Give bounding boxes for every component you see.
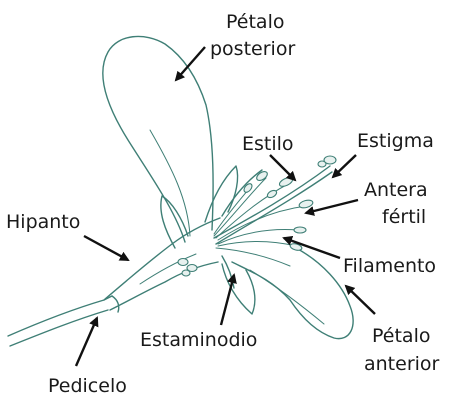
- posterior-petal-shape: [103, 36, 213, 242]
- hypanthium-shape: [104, 218, 220, 312]
- label-petalo-posterior-2: posterior: [210, 38, 295, 60]
- label-petalo-anterior-1: Pétalo: [372, 325, 430, 347]
- arrow-pedicelo: [76, 318, 97, 366]
- arrow-antera: [306, 200, 358, 213]
- arrow-estilo: [270, 155, 295, 180]
- arrow-petalo-anterior: [346, 286, 375, 314]
- label-antera-2: fértil: [382, 206, 426, 228]
- flower-illustration: [8, 36, 353, 346]
- label-estigma: Estigma: [357, 130, 434, 152]
- anterior-petal-shape: [232, 248, 353, 339]
- label-pedicelo: Pedicelo: [48, 375, 127, 397]
- anther-shape: [255, 170, 269, 183]
- label-filamento: Filamento: [343, 255, 436, 277]
- label-hipanto: Hipanto: [6, 211, 80, 233]
- label-petalo-anterior-2: anterior: [364, 353, 440, 375]
- arrow-hipanto: [84, 236, 128, 260]
- arrow-estigma: [333, 155, 356, 177]
- label-estilo: Estilo: [242, 133, 294, 155]
- pointer-arrows: [76, 47, 375, 366]
- arrow-petalo-posterior: [176, 47, 205, 80]
- label-antera-1: Antera: [364, 179, 428, 201]
- label-estaminodio: Estaminodio: [140, 329, 257, 351]
- label-petalo-posterior-1: Pétalo: [226, 11, 284, 33]
- labels: Pétalo posterior Estilo Estigma Antera f…: [6, 11, 440, 397]
